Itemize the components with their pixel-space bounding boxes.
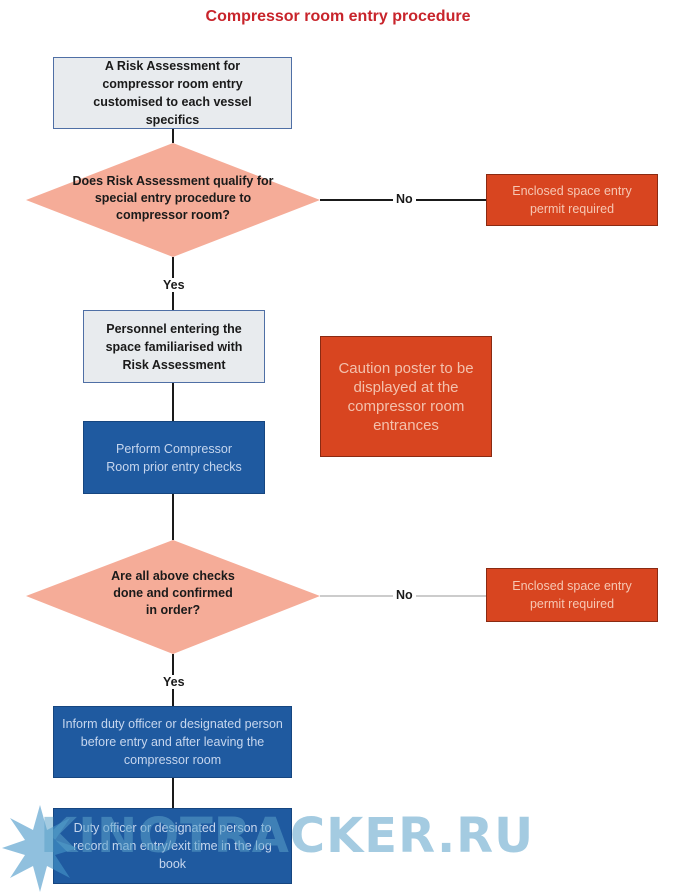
permit-2-text: Enclosed space entry permit required (512, 579, 632, 611)
no-label-2: No (393, 588, 416, 602)
page-title: Compressor room entry procedure (205, 8, 471, 25)
yes-label-2: Yes (160, 675, 188, 689)
yes-label-1: Yes (160, 278, 188, 292)
perform-checks-text: Perform Compressor Room prior entry chec… (106, 441, 242, 474)
decision-diamond-1 (26, 143, 320, 257)
inform-duty-officer-text: Inform duty officer or designated person… (62, 717, 283, 767)
watermark-burst-icon (2, 805, 78, 892)
watermark-text: KINOTRACKER.RU (40, 808, 535, 864)
personnel-text: Personnel entering the space familiarise… (105, 321, 243, 372)
decision-2-text: Are all above checks done and confirmed … (111, 569, 235, 617)
permit-box-2: Enclosed space entry permit required (486, 568, 658, 622)
permit-box-1: Enclosed space entry permit required (486, 174, 658, 226)
risk-assessment-text: A Risk Assessment for compressor room en… (93, 59, 252, 127)
caution-poster-box: Caution poster to be displayed at the co… (320, 336, 492, 457)
permit-1-text: Enclosed space entry permit required (512, 184, 632, 216)
no-label-1: No (393, 192, 416, 206)
perform-checks-box: Perform Compressor Room prior entry chec… (83, 421, 265, 494)
record-entry-box: Duty officer or designated person to rec… (53, 808, 292, 884)
inform-duty-officer-box: Inform duty officer or designated person… (53, 706, 292, 778)
caution-poster-text: Caution poster to be displayed at the co… (338, 359, 474, 434)
risk-assessment-box: A Risk Assessment for compressor room en… (53, 57, 292, 129)
decision-diamond-2 (26, 540, 320, 654)
decision-1-text: Does Risk Assessment qualify for special… (72, 174, 274, 222)
personnel-box: Personnel entering the space familiarise… (83, 310, 265, 383)
record-entry-text: Duty officer or designated person to rec… (73, 821, 272, 871)
